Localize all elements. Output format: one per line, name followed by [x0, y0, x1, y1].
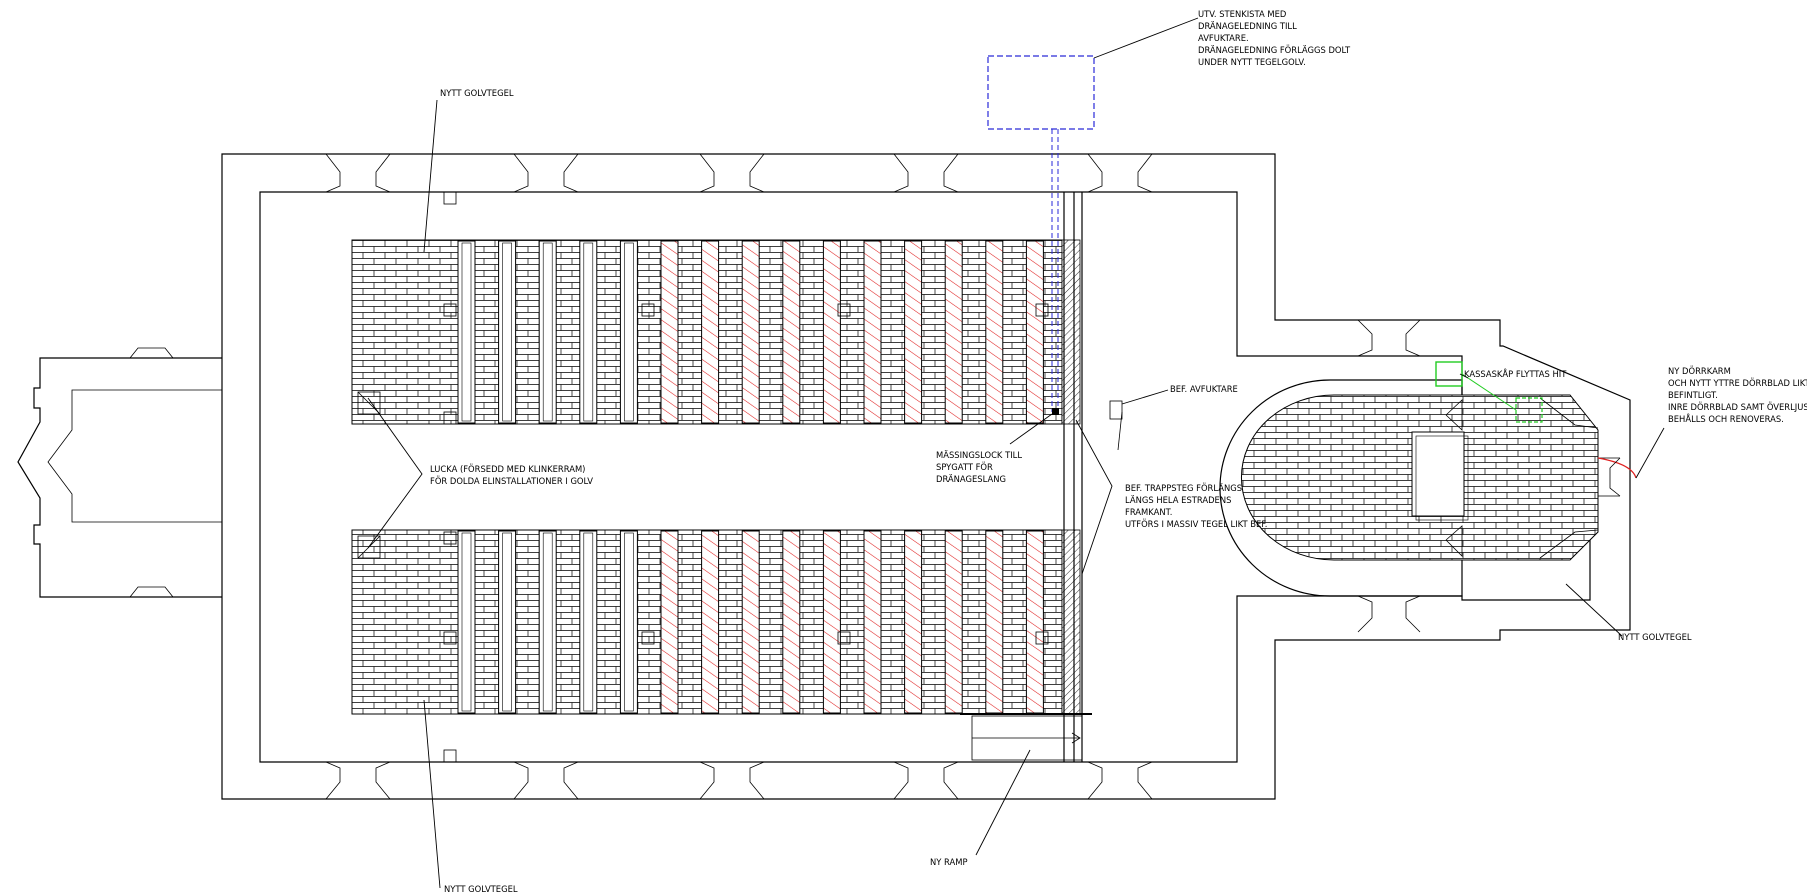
label-trappsteg-2: LÄNGS HELA ESTRADENS — [1125, 495, 1231, 505]
label-massingslock-2: SPYGATT FÖR — [936, 462, 993, 472]
leader-lines — [367, 17, 1665, 889]
pew-south-3-seat — [542, 532, 553, 712]
pew-north-4-seat — [583, 242, 594, 422]
pew-south-11 — [863, 530, 882, 714]
pew-south-5-seat — [624, 532, 634, 712]
label-lucka-1: LUCKA (FÖRSEDD MED KLINKERRAM) — [430, 464, 585, 474]
pew-north-13 — [944, 240, 963, 424]
pew-north-12 — [904, 240, 923, 424]
pew-north-2 — [498, 240, 517, 424]
pew-south-10 — [822, 530, 841, 714]
label-nytt-golvtegel-bottom: NYTT GOLVTEGEL — [444, 884, 518, 894]
label-nytt-golvtegel-top: NYTT GOLVTEGEL — [440, 88, 514, 98]
label-dorrkarm-1: NY DÖRRKARM — [1668, 366, 1731, 376]
window-niches — [325, 153, 1421, 800]
pew-north-5-seat — [624, 242, 634, 422]
pew-north-5 — [619, 240, 638, 424]
pew-north-1-seat — [461, 242, 472, 422]
label-massingslock-3: DRÄNAGESLANG — [936, 474, 1006, 484]
pew-south-2-seat — [502, 532, 512, 712]
pew-south-5 — [619, 530, 638, 714]
label-trappsteg-4: UTFÖRS I MASSIV TEGEL LIKT BEF. — [1125, 519, 1267, 529]
pew-north-14 — [985, 240, 1004, 424]
stenkista-drain — [987, 55, 1095, 415]
label-stenkista-1: UTV. STENKISTA MED — [1198, 9, 1286, 19]
small-markers — [443, 191, 1049, 763]
nave-walls — [221, 153, 1631, 800]
label-stenkista-3: AVFUKTARE. — [1198, 33, 1249, 43]
pew-north-8 — [741, 240, 760, 424]
pew-south-1-seat — [461, 532, 472, 712]
pew-south-6 — [660, 530, 679, 714]
pew-south-4 — [579, 530, 598, 714]
west-porch — [17, 347, 222, 598]
chancel — [1219, 379, 1599, 597]
label-kassaskap: KASSASKÅP FLYTTAS HIT — [1464, 368, 1567, 379]
annotations: UTV. STENKISTA MED DRÄNAGELEDNING TILL A… — [430, 9, 1807, 894]
label-lucka-2: FÖR DOLDA ELINSTALLATIONER I GOLV — [430, 476, 593, 486]
label-ny-ramp: NY RAMP — [930, 857, 968, 867]
label-nytt-golvtegel-chancel: NYTT GOLVTEGEL — [1618, 632, 1692, 642]
lucka-hatches — [357, 391, 381, 559]
pew-north-10 — [822, 240, 841, 424]
label-bef-avfuktare: BEF. AVFUKTARE — [1170, 384, 1238, 394]
pew-south-4-seat — [583, 532, 594, 712]
pew-north-7 — [701, 240, 720, 424]
pew-north-3-seat — [542, 242, 553, 422]
pew-north-1 — [457, 240, 476, 424]
label-dorrkarm-3: BEFINTLIGT. — [1668, 390, 1718, 400]
pew-south-1 — [457, 530, 476, 714]
kassaskap — [1435, 361, 1543, 423]
pew-south-9 — [782, 530, 801, 714]
label-stenkista-5: UNDER NYTT TEGELGOLV. — [1198, 57, 1306, 67]
label-stenkista-4: DRÄNAGELEDNING FÖRLÄGGS DOLT — [1198, 45, 1351, 55]
pew-south-14 — [985, 530, 1004, 714]
ny-ramp — [960, 713, 1092, 761]
avfuktare — [1109, 400, 1123, 451]
pew-north-2-seat — [502, 242, 512, 422]
platform-front — [1061, 192, 1083, 762]
label-massingslock-1: MÄSSINGSLOCK TILL — [936, 450, 1022, 460]
pew-south-15 — [1025, 530, 1044, 714]
pew-south-2 — [498, 530, 517, 714]
pew-north-15 — [1025, 240, 1044, 424]
pew-north-9 — [782, 240, 801, 424]
label-dorrkarm-2: OCH NYTT YTTRE DÖRRBLAD LIKT — [1668, 378, 1807, 388]
label-dorrkarm-4: INRE DÖRRBLAD SAMT ÖVERLJUS — [1668, 402, 1807, 412]
label-trappsteg-1: BEF. TRAPPSTEG FÖRLÄNGS — [1125, 483, 1242, 493]
label-dorrkarm-5: BEHÅLLS OCH RENOVERAS. — [1668, 413, 1784, 424]
label-stenkista-2: DRÄNAGELEDNING TILL — [1198, 21, 1297, 31]
pew-north-4 — [579, 240, 598, 424]
east-door — [1597, 457, 1637, 497]
pew-north-11 — [863, 240, 882, 424]
pew-south-8 — [741, 530, 760, 714]
pew-south-3 — [538, 530, 557, 714]
pew-south-13 — [944, 530, 963, 714]
pew-south-7 — [701, 530, 720, 714]
pew-south-12 — [904, 530, 923, 714]
pew-north-6 — [660, 240, 679, 424]
label-trappsteg-3: FRAMKANT. — [1125, 507, 1172, 517]
pew-north-3 — [538, 240, 557, 424]
